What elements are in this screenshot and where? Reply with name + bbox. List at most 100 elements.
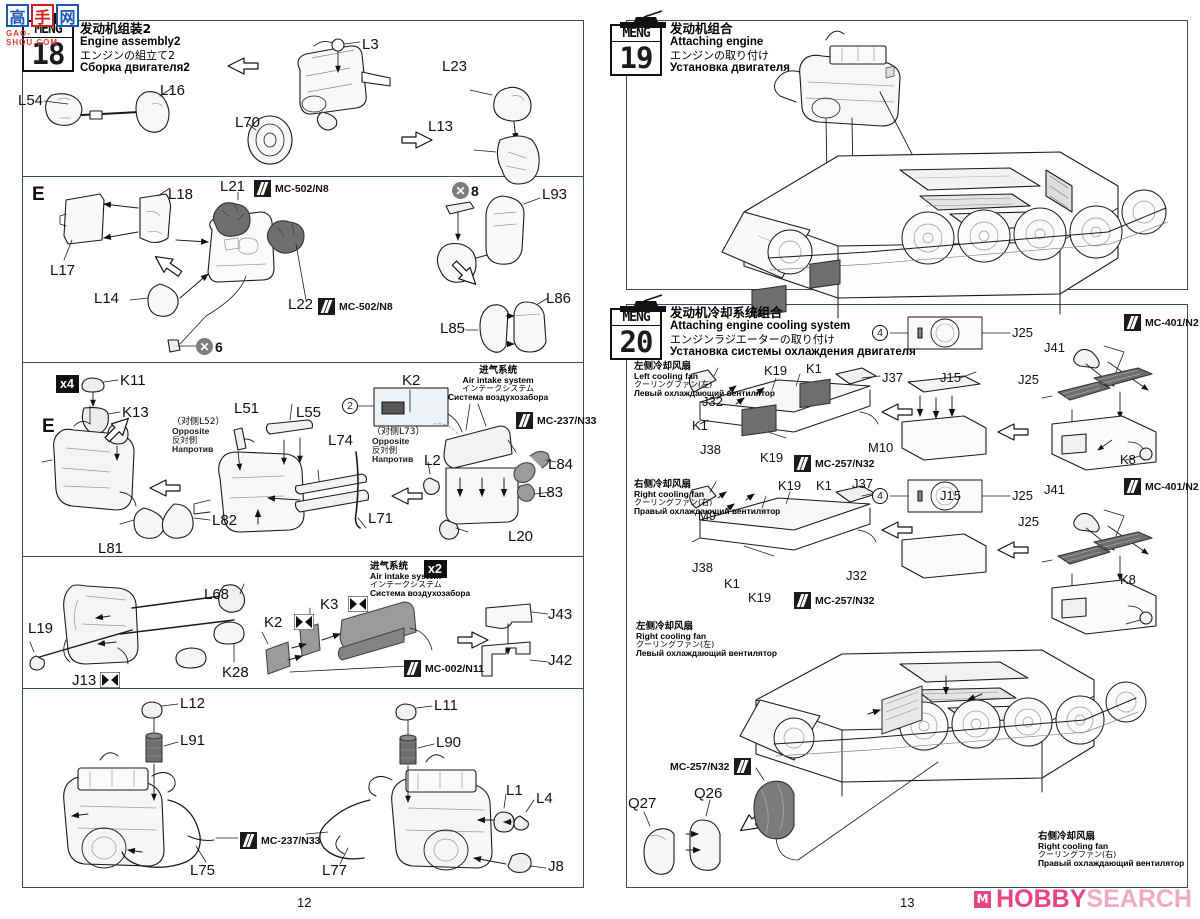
step-19-title-jp: エンジンの取り付け (670, 49, 769, 62)
part-label-J41-b: J41 (1044, 482, 1065, 497)
opposite-cn: （对侧L52） (172, 417, 225, 427)
part-label-J13: J13 (72, 672, 97, 689)
step-20-number: 20 (619, 325, 654, 359)
paint-code-mc257-n32-c: MC-257/N32 (670, 758, 751, 775)
part-label-L91: L91 (180, 732, 206, 749)
paint-chip-icon (1124, 314, 1141, 331)
circled-number-4-b: 4 (872, 488, 888, 504)
no-glue-count: 6 (215, 338, 223, 355)
right-page: MENG 19 发动机组合 Attaching engine エンジンの取り付け… (600, 0, 1200, 919)
left-fan-cn: 左侧冷却风扇 (634, 361, 692, 372)
no-glue-icon: ✕ (452, 182, 469, 199)
divider-4 (23, 688, 583, 690)
part-label-K1-b: K1 (692, 418, 708, 433)
step-18-title: 发动机组装2 Engine assembly2 エンジンの組立て2 Сборка… (80, 22, 190, 75)
opposite-cn: （对侧L73） (372, 427, 425, 437)
part-label-L14: L14 (94, 290, 120, 307)
part-label-L54: L54 (18, 92, 44, 109)
bowtie-marker-J13 (100, 672, 120, 688)
part-label-L81: L81 (98, 540, 124, 557)
paint-chip-icon (733, 758, 751, 775)
step-20-title-ru: Установка системы охлаждения двигателя (670, 346, 916, 358)
meng-wordmark: MENG (612, 26, 660, 42)
part-label-L1: L1 (506, 782, 523, 799)
part-label-L13: L13 (428, 118, 454, 135)
part-label-K3: K3 (320, 596, 339, 613)
part-label-J43: J43 (548, 606, 573, 623)
part-label-J25-b: J25 (1018, 372, 1039, 387)
step-18-number: 18 (31, 37, 66, 71)
circled-number-2: 2 (342, 398, 358, 414)
right-fan-en: Right cooling fan (636, 630, 707, 641)
right-fan-en: Right cooling fan (1038, 840, 1109, 851)
paint-code-mc502-n8-a: MC-502/N8 (254, 180, 329, 197)
opposite-en: Opposite (172, 426, 210, 437)
qty-badge-x4: x4 (56, 375, 79, 393)
divider-3 (23, 556, 583, 558)
gaoshou-char-1: 高 (6, 4, 29, 27)
opposite-ru: Напротив (372, 454, 414, 465)
bowtie-marker-K2 (294, 614, 314, 630)
paint-chip-icon (794, 592, 811, 609)
no-glue-icon: ✕ (196, 338, 213, 355)
part-label-Q26: Q26 (694, 785, 723, 802)
opposite-jp: 反対側 (172, 435, 198, 446)
part-label-M10: M10 (868, 440, 894, 455)
paint-code-text: MC-502/N8 (275, 182, 329, 195)
part-label-L71: L71 (368, 510, 394, 527)
part-label-L55: L55 (296, 404, 322, 421)
part-label-L12: L12 (180, 695, 206, 712)
step-19-title: 发动机组合 Attaching engine エンジンの取り付け Установ… (670, 22, 790, 75)
section-letter-E-2: E (42, 416, 55, 437)
part-label-K8-a: K8 (1120, 452, 1136, 467)
left-page: MENG 18 发动机组装2 Engine assembly2 エンジンの組立て… (0, 0, 600, 919)
opposite-en: Opposite (372, 436, 410, 447)
gaoshou-char-2: 手 (31, 4, 54, 27)
part-label-K1-a: K1 (806, 361, 822, 376)
paint-chip-icon (1124, 478, 1141, 495)
part-label-L82: L82 (212, 512, 238, 529)
bottom-left-fan-callout: 左侧冷却风扇 Right cooling fan クーリングファン(左) Лев… (636, 622, 777, 658)
air-intake-ru: Система воздухозабора (370, 588, 471, 599)
step-18-title-jp: エンジンの組立て2 (80, 49, 175, 62)
air-intake-en: Air intake system (462, 374, 534, 385)
part-label-K2-sheet: K2 (402, 372, 421, 389)
paint-code-text: MC-401/N2 (1145, 480, 1199, 493)
no-glue-count: 8 (471, 182, 479, 199)
paint-code-mc257-n32-a: MC-257/N32 (794, 455, 875, 472)
paint-code-mc002-n11: MC-002/N11 (404, 660, 484, 677)
part-label-J37-b: J37 (852, 476, 873, 491)
paint-code-text: MC-257/N32 (670, 760, 730, 773)
part-label-K19-d: K19 (748, 590, 772, 605)
air-intake-jp: インテークシステム (370, 579, 442, 589)
paint-chip-icon (404, 660, 421, 677)
air-intake-callout-1: 进气系统 Air intake system インテークシステム Система… (448, 366, 548, 402)
hobby-search-text-2: SEARCH (1086, 885, 1192, 913)
paint-chip-icon (516, 412, 533, 429)
part-label-L74: L74 (328, 432, 354, 449)
hobby-search-text-1: HOBBY (996, 885, 1087, 913)
step-20-title-cn: 发动机冷却系统组合 (670, 305, 783, 320)
bowtie-marker-K3 (348, 596, 368, 612)
part-label-J37-a: J37 (882, 370, 903, 385)
part-label-J25-d: J25 (1018, 514, 1039, 529)
step-18-title-en: Engine assembly2 (80, 36, 181, 48)
paint-chip-icon (318, 298, 335, 315)
part-label-L86: L86 (546, 290, 572, 307)
step-19-title-cn: 发动机组合 (670, 21, 733, 36)
air-intake-cn: 进气系统 (370, 561, 409, 572)
air-intake-cn: 进气系统 (479, 365, 518, 376)
part-label-K2-wedge: K2 (264, 614, 283, 631)
part-label-L3: L3 (362, 36, 379, 53)
opposite-callout-L52: （对侧L52） Opposite 反対側 Напротив (172, 417, 225, 455)
step-19-title-en: Attaching engine (670, 36, 764, 48)
part-label-K1-d: K1 (724, 576, 740, 591)
step-19-title-ru: Установка двигателя (670, 62, 790, 74)
part-label-L23: L23 (442, 58, 468, 75)
circled-number-4-a: 4 (872, 325, 888, 341)
right-fan-en: Right cooling fan (634, 488, 705, 499)
part-label-K19-a: K19 (764, 363, 788, 378)
paint-code-text: MC-002/N11 (425, 662, 484, 675)
opposite-ru: Напротив (172, 444, 214, 455)
